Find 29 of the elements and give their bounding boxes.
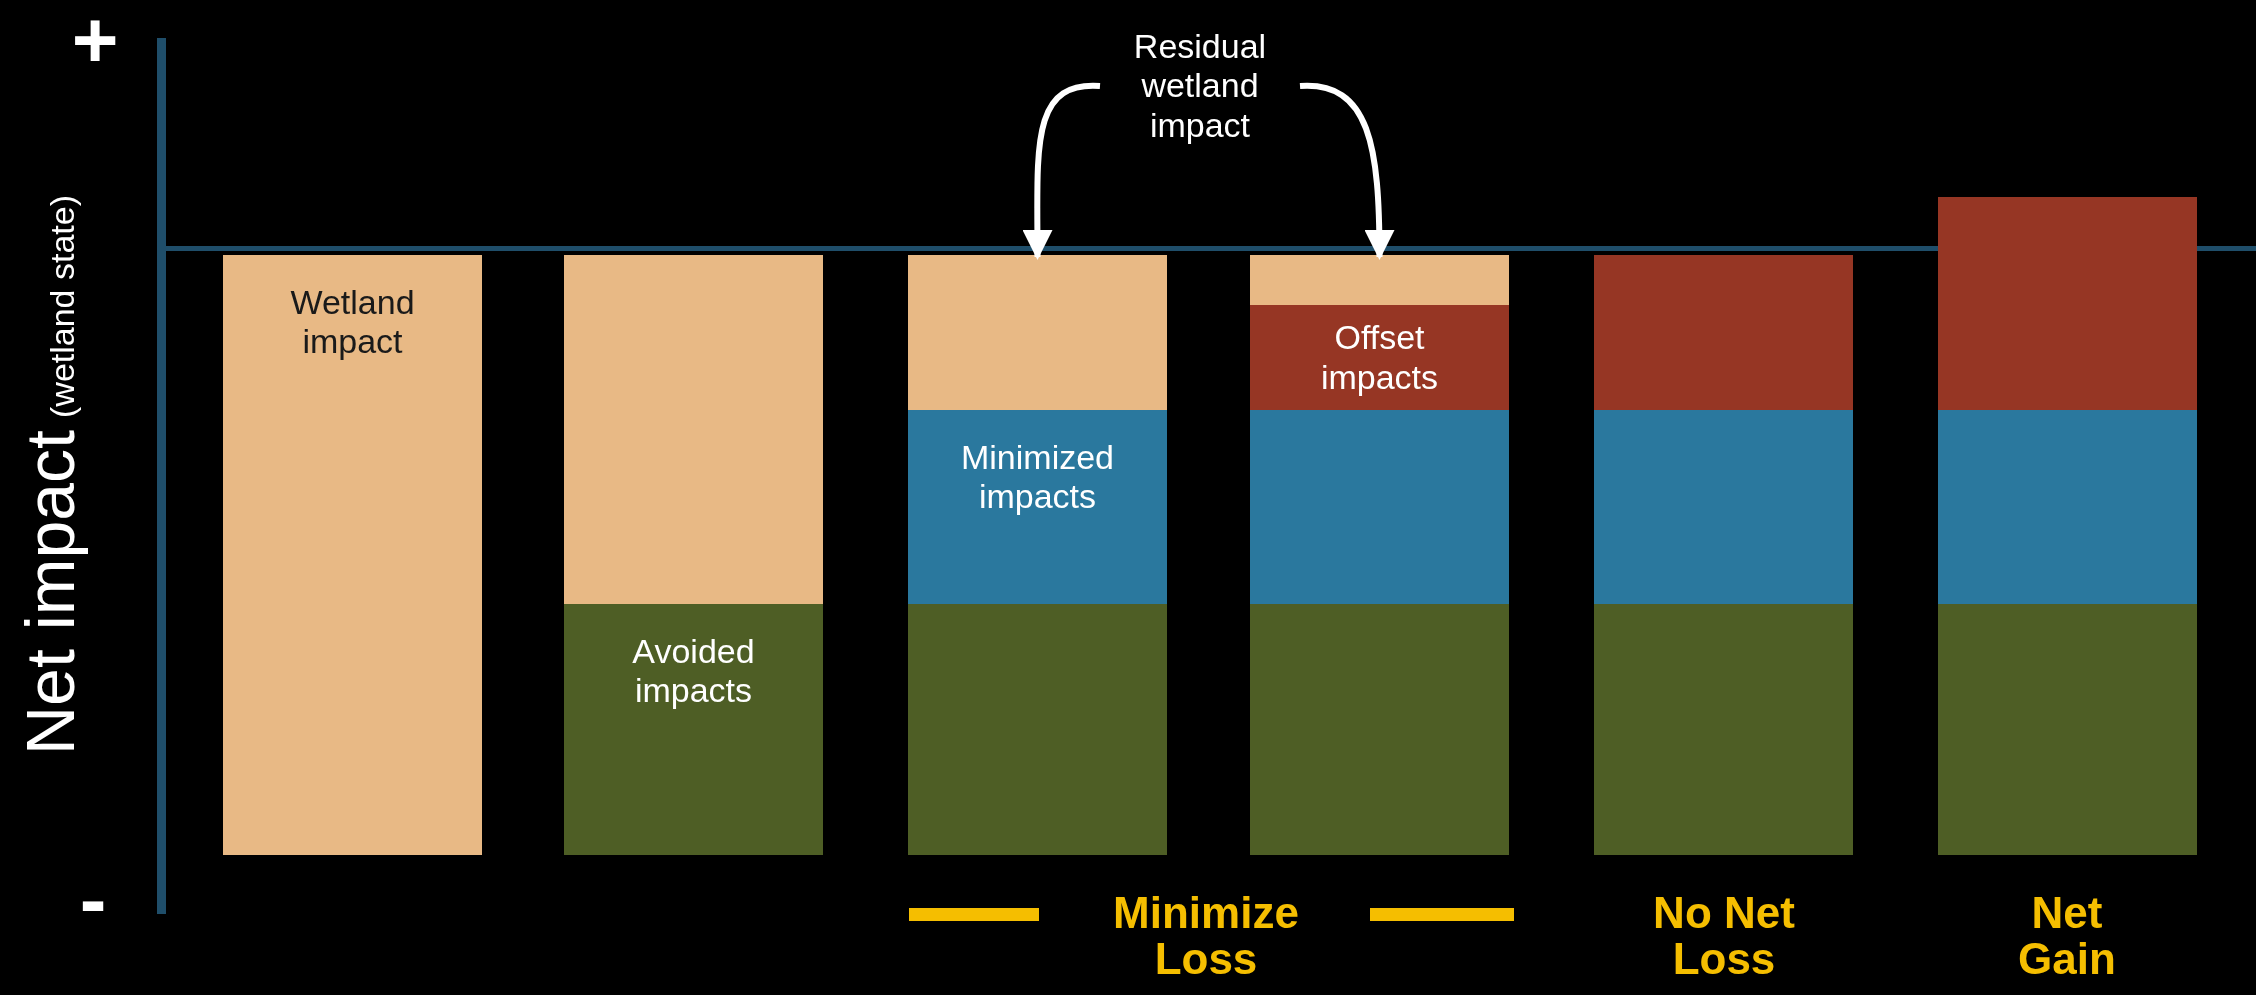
bar-segment — [223, 255, 482, 855]
plus-sign: + — [70, 0, 120, 80]
minus-sign: - — [78, 860, 108, 940]
callout-label: Residual wetland impact — [1132, 27, 1268, 145]
bar-label: Offset impacts — [1319, 318, 1440, 397]
bar-label: Wetland impact — [289, 283, 416, 362]
bar-segment — [908, 604, 1167, 855]
bar-segment — [1594, 255, 1853, 410]
bar-label: Minimized impacts — [959, 438, 1115, 517]
bar-segment — [564, 255, 823, 604]
bar-label: Avoided impacts — [631, 632, 756, 711]
outcome-label: No Net Loss — [1652, 890, 1796, 983]
bar-segment — [908, 410, 1167, 604]
curved-arrow — [1299, 83, 1395, 260]
outcome-label: Net Gain — [2017, 890, 2117, 983]
bar-segment — [1938, 604, 2197, 855]
curved-arrow — [1022, 83, 1101, 260]
outcome-label: Minimize Loss — [1112, 890, 1300, 983]
bar-segment — [908, 255, 1167, 410]
bar-segment — [1594, 410, 1853, 604]
bar-segment — [1250, 410, 1509, 604]
bar-segment — [1250, 255, 1509, 305]
axis-subtitle: (wetland state) — [45, 195, 79, 418]
bar-segment — [1938, 410, 2197, 604]
bar-segment — [564, 604, 823, 855]
bar-segment — [1250, 305, 1509, 410]
bar-segment — [1594, 604, 1853, 855]
bar-segment — [1250, 604, 1509, 855]
bar-segment — [1938, 197, 2197, 410]
